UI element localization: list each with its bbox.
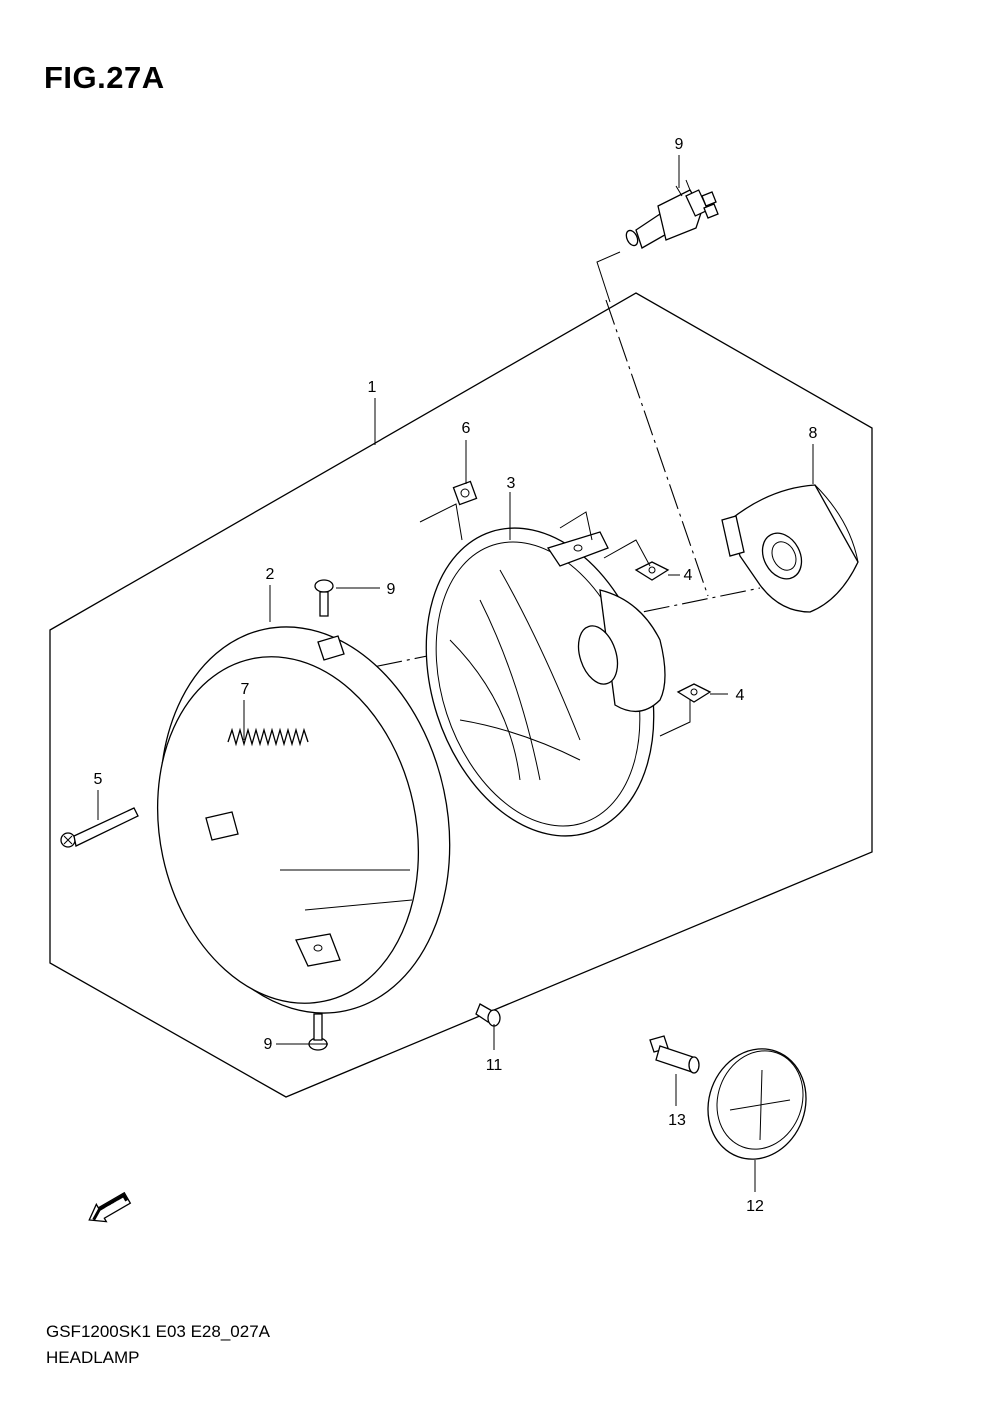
nut-top-part	[452, 480, 478, 506]
nut-lower-right-part	[676, 683, 712, 703]
assembly-boundary	[49, 292, 873, 1098]
callout-12: 12	[746, 1198, 764, 1215]
headlamp-unit-part	[425, 527, 666, 837]
rim-ring-part	[156, 626, 451, 1014]
cap-part	[707, 1048, 807, 1160]
callout-1: 1	[368, 379, 377, 396]
housing-cover-part	[721, 484, 859, 613]
callout-11: 11	[486, 1057, 503, 1074]
callout-2: 2	[266, 566, 275, 583]
callout-9-lower: 9	[264, 1036, 273, 1053]
model-code: GSF1200SK1 E03 E28_027A	[46, 1322, 270, 1341]
callout-8: 8	[809, 425, 818, 442]
callout-9-upper: 9	[387, 581, 396, 598]
fwd-direction-badge: FWD	[88, 1191, 132, 1223]
screw-lower-part	[308, 1013, 328, 1051]
callout-5: 5	[94, 771, 103, 788]
callout-6: 6	[462, 420, 471, 437]
callout-4-lower: 4	[736, 687, 745, 704]
callout-3: 3	[507, 475, 516, 492]
adjust-screw-part	[60, 807, 139, 848]
callout-7: 7	[241, 681, 250, 698]
bolt-part	[475, 1003, 501, 1027]
bulb-part	[625, 179, 719, 249]
callout-13: 13	[668, 1112, 686, 1129]
callout-4-upper: 4	[684, 567, 693, 584]
spacer-part	[649, 1035, 700, 1074]
nut-upper-right-part	[634, 561, 670, 581]
figure-name: HEADLAMP	[46, 1348, 140, 1367]
adjust-spring-part	[227, 727, 309, 747]
bulb-leader-line	[596, 251, 621, 303]
leader-lines	[97, 155, 814, 1192]
bulb-axis-line	[605, 299, 709, 597]
screw-upper-part	[314, 579, 334, 617]
figure-title: FIG.27A	[44, 60, 165, 95]
callout-10: 9	[675, 136, 684, 153]
